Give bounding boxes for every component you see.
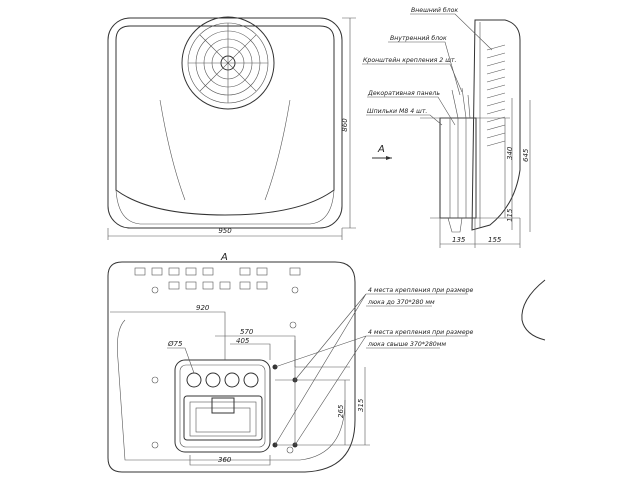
dim-115: 115 (506, 208, 514, 222)
condenser-fins (486, 44, 506, 147)
dim-360: 360 (218, 456, 232, 464)
callout-bracket: Кронштейн крепления 2 шт. (363, 57, 456, 64)
dim-340: 340 (506, 146, 514, 160)
dim-950: 950 (218, 227, 232, 235)
dim-315: 315 (357, 398, 365, 412)
callout-outer-unit: Внешний блок (411, 6, 458, 14)
callout-mount-large-l1: 4 места крепления при размере (368, 329, 474, 336)
callout-mount-large-l2: люка свыше 370*280мм (367, 341, 446, 348)
vent-slots (134, 267, 301, 290)
view-a: A 920 (107, 252, 546, 473)
view-arrow-a: A (372, 144, 392, 160)
fan-grille-icon (181, 16, 275, 110)
svg-text:A: A (377, 144, 385, 155)
side-view: 340 645 115 135 155 Внешний блок Внутрен… (362, 6, 531, 248)
dim-405: 405 (236, 337, 250, 345)
front-view: 860 950 A (107, 16, 392, 240)
callout-panel: Декоративная панель (367, 90, 440, 97)
callout-inner-unit: Внутренний блок (390, 34, 447, 42)
callout-mount-small-l2: люка до 370*280 мм (367, 299, 435, 306)
indoor-unit-panel (174, 359, 271, 453)
mount-callouts: 4 места крепления при размере люка до 37… (274, 287, 474, 446)
callout-studs: Шпильки М8 4 шт. (367, 108, 427, 115)
dim-diameter-75: Ø75 (167, 340, 183, 348)
dim-570: 570 (240, 328, 254, 336)
dim-920: 920 (196, 304, 210, 312)
partial-outline (521, 279, 546, 341)
dim-860: 860 (341, 118, 349, 132)
side-callouts: Внешний блок Внутренний блок Кронштейн к… (362, 6, 493, 126)
view-a-title: A (220, 252, 228, 263)
dim-645: 645 (522, 148, 530, 162)
callout-mount-small-l1: 4 места крепления при размере (368, 287, 474, 294)
dim-135: 135 (452, 236, 466, 244)
dim-155: 155 (488, 236, 502, 244)
dim-265: 265 (337, 404, 345, 418)
